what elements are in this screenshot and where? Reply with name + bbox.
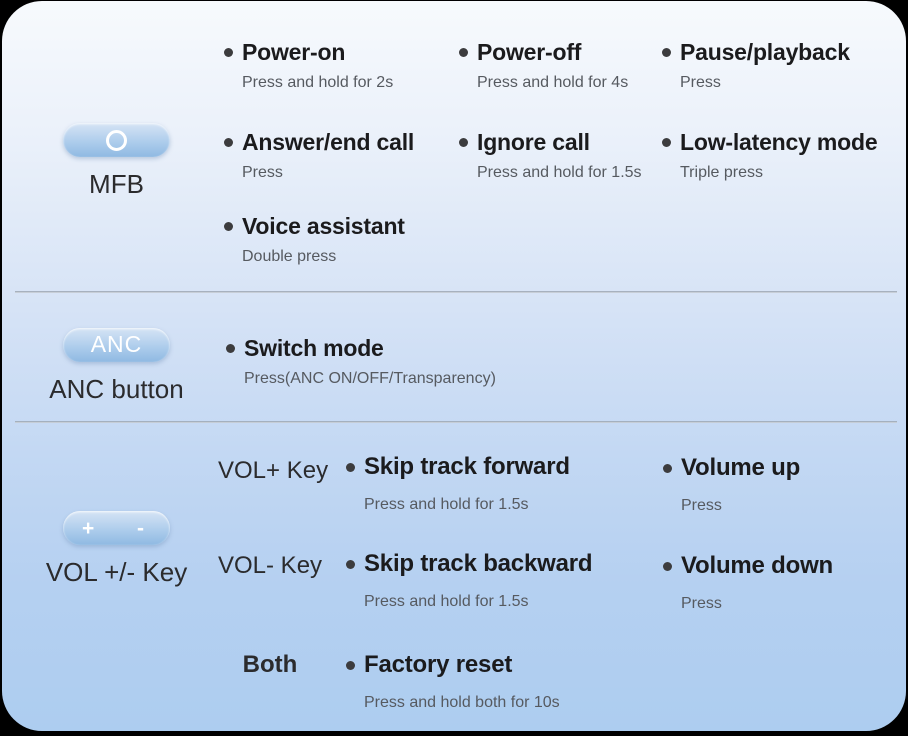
function-desc: Press and hold both for 10s: [364, 694, 560, 712]
plus-icon: +: [82, 516, 95, 540]
bullet-icon: [224, 138, 233, 147]
function-item-pause-playback: Pause/playback Press: [662, 39, 850, 92]
function-title: Power-off: [477, 39, 582, 65]
function-desc: Press: [680, 74, 721, 92]
mfb-circle-icon: [106, 129, 127, 151]
function-item-power-on: Power-on Press and hold for 2s: [224, 39, 393, 92]
anc-pill-text: ANC: [90, 330, 143, 357]
function-item-volume-up: Volume up Press: [663, 454, 800, 516]
bullet-icon: [459, 48, 468, 57]
function-title: Power-on: [242, 39, 346, 65]
anc-button-label: ANC button: [49, 374, 184, 404]
function-title: Ignore call: [477, 129, 590, 155]
mfb-button-label: MFB: [89, 169, 144, 199]
function-item-skip-track-backward: Skip track backward Press and hold for 1…: [346, 550, 593, 612]
bullet-icon: [224, 48, 233, 57]
function-title: Volume down: [681, 552, 834, 579]
function-desc: Press and hold for 1.5s: [364, 593, 529, 611]
function-item-voice-assistant: Voice assistant Double press: [224, 213, 405, 266]
bullet-icon: [663, 562, 672, 571]
function-title: Pause/playback: [680, 39, 850, 65]
vol-button-pill: + -: [63, 511, 170, 545]
function-desc: Press: [681, 595, 722, 613]
function-title: Skip track backward: [364, 550, 593, 577]
function-item-low-latency-mode: Low-latency mode Triple press: [662, 129, 878, 182]
minus-icon: -: [137, 516, 144, 540]
function-item-skip-track-forward: Skip track forward Press and hold for 1.…: [346, 453, 570, 515]
bullet-icon: [662, 138, 671, 147]
mfb-button-pill: [63, 123, 170, 157]
function-desc: Double press: [242, 248, 337, 266]
key-label-vol-minus: VOL- Key: [218, 552, 323, 579]
function-title: Voice assistant: [242, 213, 405, 239]
function-desc: Triple press: [680, 164, 763, 182]
function-title: Skip track forward: [364, 453, 570, 480]
bullet-icon: [226, 344, 235, 353]
function-desc: Press(ANC ON/OFF/Transparency): [244, 370, 496, 388]
bullet-icon: [346, 661, 355, 670]
function-title: Switch mode: [244, 335, 384, 361]
function-item-switch-mode: Switch mode Press(ANC ON/OFF/Transparenc…: [226, 335, 496, 388]
function-title: Low-latency mode: [680, 129, 878, 155]
function-desc: Press and hold for 2s: [242, 74, 394, 92]
bullet-icon: [662, 48, 671, 57]
bullet-icon: [224, 222, 233, 231]
function-title: Volume up: [681, 454, 801, 481]
function-desc: Press: [681, 497, 722, 515]
bullet-icon: [346, 560, 355, 569]
function-item-power-off: Power-off Press and hold for 4s: [459, 39, 628, 92]
bullet-icon: [663, 464, 672, 473]
function-item-answer-end-call: Answer/end call Press: [224, 129, 414, 182]
anc-button-pill: ANC: [63, 328, 170, 362]
section-divider: [15, 421, 897, 423]
function-desc: Press and hold for 4s: [477, 74, 629, 92]
function-item-factory-reset: Factory reset Press and hold both for 10…: [346, 651, 560, 713]
key-label-vol-plus: VOL+ Key: [218, 457, 329, 484]
function-desc: Press: [242, 164, 283, 182]
function-title: Factory reset: [364, 651, 513, 678]
function-desc: Press and hold for 1.5s: [477, 164, 642, 182]
function-desc: Press and hold for 1.5s: [364, 496, 529, 514]
vol-button-label: VOL +/- Key: [45, 557, 188, 587]
bullet-icon: [346, 463, 355, 472]
section-divider: [15, 291, 897, 293]
function-item-volume-down: Volume down Press: [663, 552, 833, 614]
bullet-icon: [459, 138, 468, 147]
key-label-both: Both: [242, 651, 298, 678]
function-title: Answer/end call: [242, 129, 415, 155]
function-item-ignore-call: Ignore call Press and hold for 1.5s: [459, 129, 642, 182]
